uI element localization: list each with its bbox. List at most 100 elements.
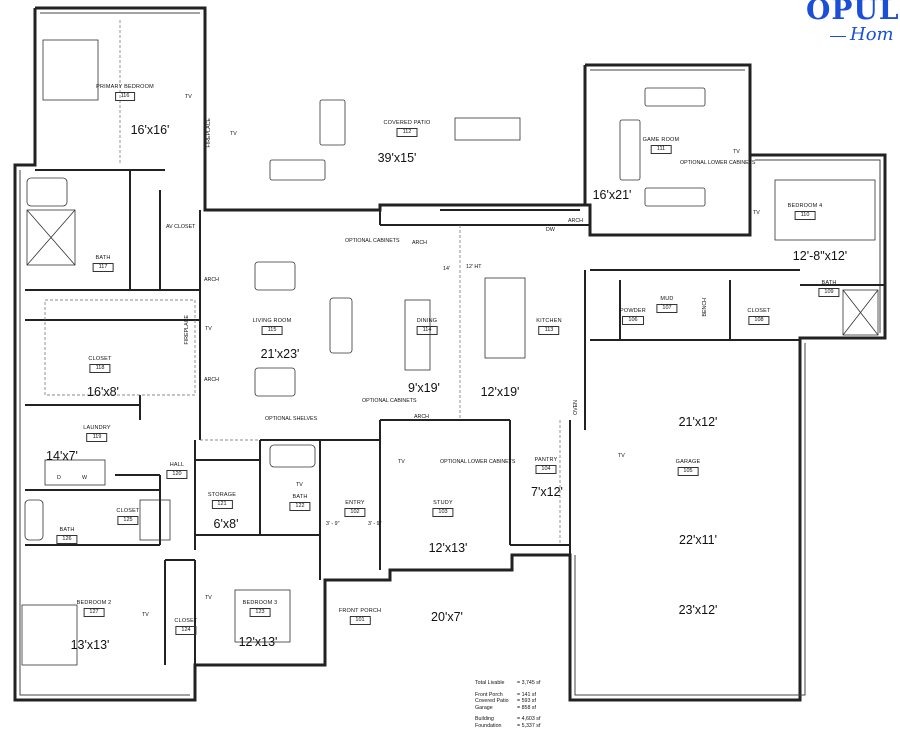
plan-note: Optional Lower Cabinets [680, 160, 756, 166]
room-number: 119 [86, 433, 108, 442]
plan-note: TV [230, 131, 237, 137]
plan-note: TV [618, 453, 625, 459]
plan-note: TV [142, 612, 149, 618]
area-value: = 141 sf [517, 691, 536, 698]
room-name: Bath [292, 494, 308, 500]
plan-note: TV [205, 595, 212, 601]
room-dimension: 14'x7' [46, 449, 78, 463]
room-number: 110 [794, 211, 816, 220]
logo-script: Hom [850, 24, 894, 45]
area-value: = 593 sf [517, 698, 536, 705]
room-name: Living Room [252, 318, 292, 324]
area-summary: Total Livable = 3,745 sf Front Porch= 141 … [475, 680, 540, 730]
plan-note: Optional Cabinets [362, 398, 417, 404]
room-label: Covered Patio112 [383, 120, 430, 137]
fixtures [21, 39, 879, 666]
exterior-walls [13, 6, 887, 702]
room-label: Dining114 [416, 318, 438, 335]
room-name: Pantry [534, 457, 558, 463]
room-label: Game Room111 [643, 137, 680, 154]
room-dimension: 16'x21' [592, 188, 632, 202]
room-name: Laundry [83, 425, 111, 431]
room-label: Laundry 119 [83, 425, 111, 442]
room-name: Bath [59, 527, 75, 533]
room-name: Bedroom 3 [242, 600, 278, 606]
room-number: 101 [349, 616, 371, 625]
room-name: Bath [95, 255, 111, 261]
plan-note: TV [398, 459, 405, 465]
room-dimension: 16'x8' [87, 385, 119, 399]
area-value: = 858 sf [517, 704, 536, 711]
room-number: 106 [622, 316, 644, 325]
area-value: = 5,337 sf [517, 722, 541, 729]
plan-note: 3' - 9" [368, 521, 382, 527]
plan-note: DW [546, 227, 555, 233]
room-label: Study103 [432, 500, 454, 517]
plan-note: Optional Cabinets [345, 238, 400, 244]
garage-dimension: 21'x12' [678, 415, 718, 429]
area-row: Garage = 858 sf [475, 705, 540, 712]
room-name: Storage [207, 492, 237, 498]
room-label: Pantry 104 [534, 457, 557, 474]
plan-note: W [82, 475, 87, 481]
room-number: 116 [114, 92, 136, 101]
room-number: 112 [396, 128, 418, 137]
room-number: 127 [83, 608, 105, 617]
plan-note: AV Closet [166, 224, 196, 230]
area-row: Front Porch= 141 sf [475, 692, 540, 699]
room-dimension: 21'x23' [260, 347, 300, 361]
room-number: 111 [650, 145, 672, 154]
room-name: Entry [345, 500, 365, 506]
plan-note: Optional Shelves [265, 416, 318, 422]
plan-note: Bench [702, 298, 708, 317]
room-dimension: 12'x19' [480, 385, 520, 399]
room-number: 103 [432, 508, 454, 517]
room-label: Bath 109 [818, 280, 840, 297]
room-label: Bath122 [289, 494, 311, 511]
area-label: Total Livable [475, 680, 505, 686]
area-row: Total Livable = 3,745 sf [475, 680, 540, 687]
area-label: Foundation [475, 722, 502, 729]
room-dimension: 12'x13' [428, 541, 468, 555]
room-label: Garage105 [676, 459, 701, 476]
room-name: Bedroom 4 [787, 203, 823, 209]
room-number: 113 [538, 326, 560, 335]
room-label: Primary Bedroom116 [96, 84, 154, 101]
logo-text: OPUL [806, 0, 900, 26]
garage-dimension: 23'x12' [678, 603, 718, 617]
plan-note: Fireplace [184, 315, 190, 345]
plan-note: Arch [414, 414, 430, 420]
room-number: 105 [677, 467, 699, 476]
area-row: Building= 4,603 sf [475, 716, 540, 723]
area-label: Garage [475, 704, 493, 711]
room-number: 107 [656, 304, 678, 313]
room-dimension: 39'x15' [377, 151, 417, 165]
room-dimension: 16'x16' [130, 123, 170, 137]
room-label: Closet125 [116, 508, 139, 525]
room-name: Mud [660, 296, 674, 302]
room-dimension: 13'x13' [70, 638, 110, 652]
area-label: Building [475, 716, 494, 723]
plan-note: 3' - 9" [326, 521, 340, 527]
plan-note: TV [296, 482, 303, 488]
room-label: Bedroom 4 110 [788, 203, 823, 220]
room-dimension: 6'x8' [213, 517, 239, 531]
area-value: = 3,745 sf [517, 680, 541, 686]
room-label: Bath126 [56, 527, 78, 544]
room-label: Storage121 [208, 492, 236, 509]
room-label: Closet108 [747, 308, 770, 325]
room-label: Bedroom 3 123 [243, 600, 278, 617]
plan-note: Arch [204, 377, 220, 383]
room-dimension: 12'-8"x12' [792, 249, 848, 263]
room-number: 109 [818, 288, 840, 297]
plan-note: Arch [412, 240, 428, 246]
room-dimension: 22'x11' [679, 533, 717, 547]
room-number: 123 [249, 608, 271, 617]
room-name: Powder [620, 308, 646, 314]
plan-note: 12' HT [466, 264, 482, 270]
room-dimension: 7'x12' [531, 485, 563, 499]
room-label: Powder 106 [620, 308, 646, 325]
room-name: Bath [821, 280, 837, 286]
room-number: 104 [535, 465, 557, 474]
